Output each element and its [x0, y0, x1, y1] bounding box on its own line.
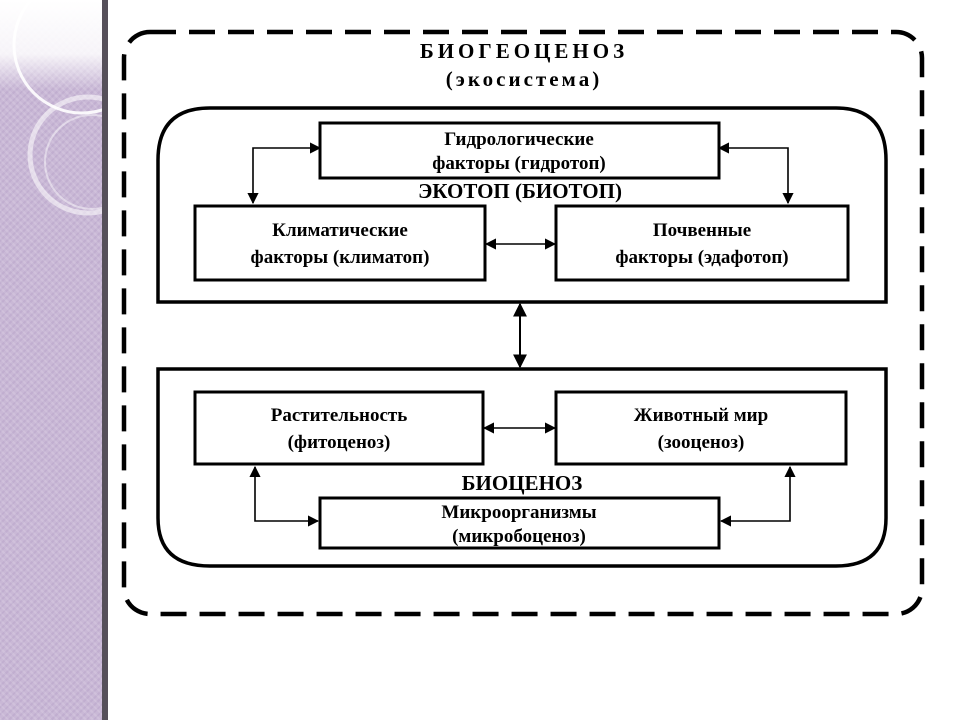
- hydro-climate-arrow: [247, 142, 322, 205]
- soil-box-line2: факторы (эдафотоп): [615, 247, 788, 268]
- fauna-box-line2: (зооценоз): [658, 432, 745, 453]
- hydro-box-line2: факторы (гидротоп): [432, 153, 606, 174]
- animals-microbes-arrow: [719, 465, 796, 527]
- plants-microbes-arrow: [249, 465, 320, 527]
- hydro-soil-arrow: [717, 142, 794, 205]
- vegetation-box-line2: (фитоценоз): [288, 432, 391, 453]
- fauna-box-line1: Животный мир: [634, 405, 768, 426]
- microbes-box-line2: (микробоценоз): [452, 526, 586, 547]
- climate-box-line2: факторы (климатоп): [251, 247, 430, 268]
- biocenosis-container: [156, 367, 888, 568]
- fauna-box: [554, 390, 848, 466]
- side-panel-highlight: [0, 0, 102, 90]
- diagram-title: БИОГЕОЦЕНОЗ: [420, 39, 628, 63]
- ecotope-label: ЭКОТОП (БИОТОП): [418, 179, 622, 203]
- vegetation-box-line1: Растительность: [271, 405, 408, 426]
- side-divider-stripe: [102, 0, 108, 720]
- hydrological-factors-box: [318, 121, 721, 180]
- soil-box-line1: Почвенные: [653, 220, 751, 241]
- decorative-side-panel: [0, 0, 102, 720]
- microorganisms-box: [318, 496, 721, 550]
- ecosystem-outer-frame: [121, 29, 925, 617]
- biocenosis-label: БИОЦЕНОЗ: [462, 471, 583, 495]
- soil-factors-box: [554, 204, 850, 282]
- vegetation-box: [193, 390, 485, 466]
- climate-box-line1: Климатические: [272, 220, 408, 241]
- climate-factors-box: [193, 204, 487, 282]
- diagram-subtitle: (экосистема): [446, 67, 602, 91]
- ecotope-container: [156, 106, 888, 304]
- circle-ornament-icon: [12, 0, 102, 216]
- microbes-box-line1: Микроорганизмы: [441, 502, 596, 523]
- hydro-box-line1: Гидрологические: [444, 129, 594, 150]
